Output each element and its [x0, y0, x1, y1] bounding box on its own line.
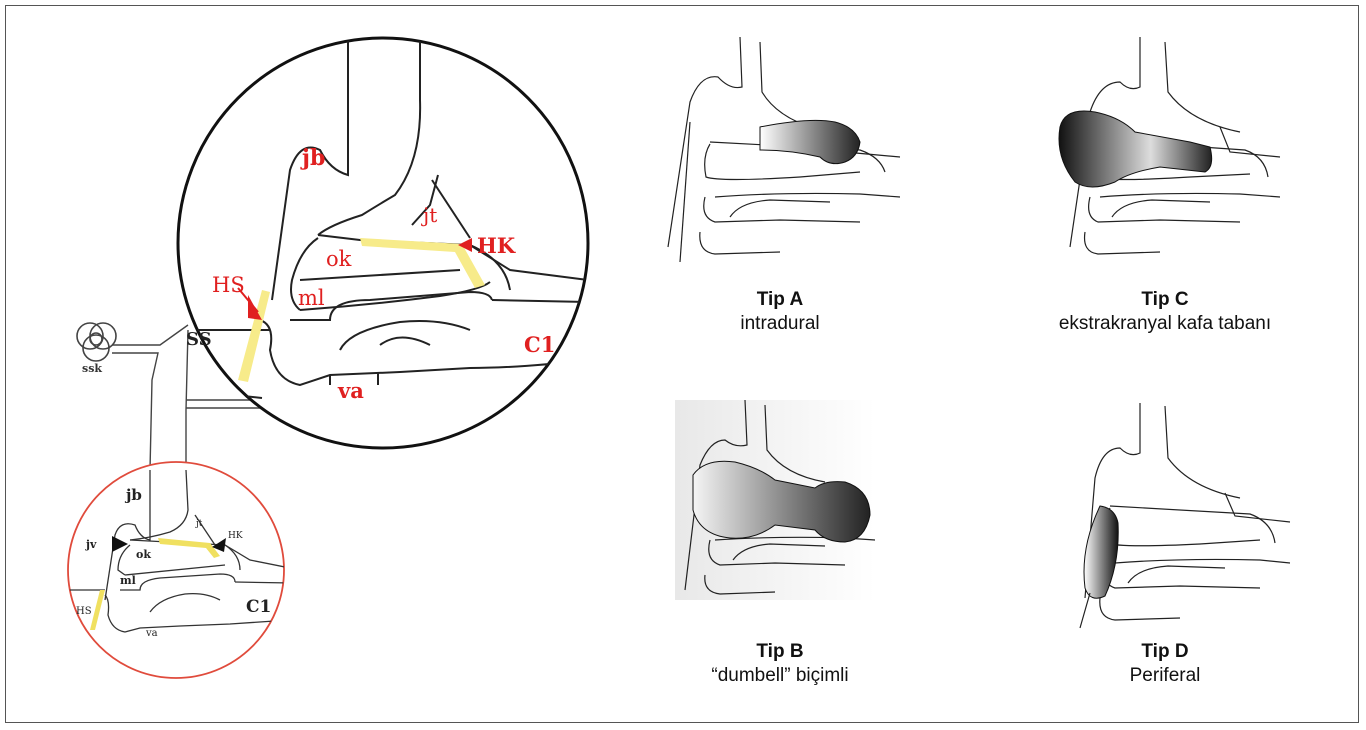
big-hs-label: HS [212, 273, 245, 297]
big-c1-label: C1 [524, 332, 555, 357]
big-hk-label: HK [477, 233, 516, 258]
big-jt-label: jt [421, 203, 437, 227]
caption-tip-b: Tip B “dumbell” biçimli [665, 640, 895, 688]
caption-tip-a: Tip A intradural [680, 288, 880, 336]
small-ml-label: ml [120, 574, 136, 587]
big-ml-label: ml [298, 286, 325, 310]
tip-c-tumor [1059, 111, 1212, 187]
anatomy-figure: ssk [0, 0, 600, 720]
caption-tip-d: Tip D Periferal [1065, 640, 1265, 688]
small-va-label: va [145, 628, 158, 639]
tip-d-desc: Periferal [1065, 664, 1265, 688]
small-jv-label: jv [85, 538, 97, 551]
tip-a-title: Tip A [680, 288, 880, 312]
tip-b-desc: “dumbell” biçimli [665, 664, 895, 688]
tip-a-desc: intradural [680, 312, 880, 336]
small-jt-label: jt [195, 519, 203, 529]
small-circle: jb jt HK jv ok ml HS va C1 [60, 462, 290, 678]
tip-d-sketch [1060, 398, 1300, 638]
tip-c-title: Tip C [1010, 288, 1320, 312]
big-zoom-circle: jb jt HK ok ml HS SS va C1 [178, 38, 588, 448]
small-ok-label: ok [136, 548, 151, 561]
tip-c-desc: ekstrakranyal kafa tabanı [1010, 312, 1320, 336]
ssk-label: ssk [82, 362, 102, 375]
tip-b-sketch [675, 400, 875, 600]
tip-b-title: Tip B [665, 640, 895, 664]
tip-c-sketch [1040, 32, 1280, 272]
big-va-label: va [337, 378, 364, 403]
big-ok-label: ok [326, 247, 352, 271]
ssk-symbol [77, 323, 116, 361]
tip-d-tumor [1084, 506, 1118, 598]
big-jb-label: jb [300, 145, 325, 171]
small-hs-label: HS [76, 606, 92, 617]
small-hk-label: HK [228, 531, 243, 541]
tip-a-sketch [660, 32, 900, 272]
tip-d-title: Tip D [1065, 640, 1265, 664]
small-c1-label: C1 [246, 597, 271, 617]
caption-tip-c: Tip C ekstrakranyal kafa tabanı [1010, 288, 1320, 336]
tip-a-tumor [760, 120, 860, 163]
small-jb-label: jb [124, 486, 142, 504]
big-ss-label: SS [186, 329, 212, 350]
